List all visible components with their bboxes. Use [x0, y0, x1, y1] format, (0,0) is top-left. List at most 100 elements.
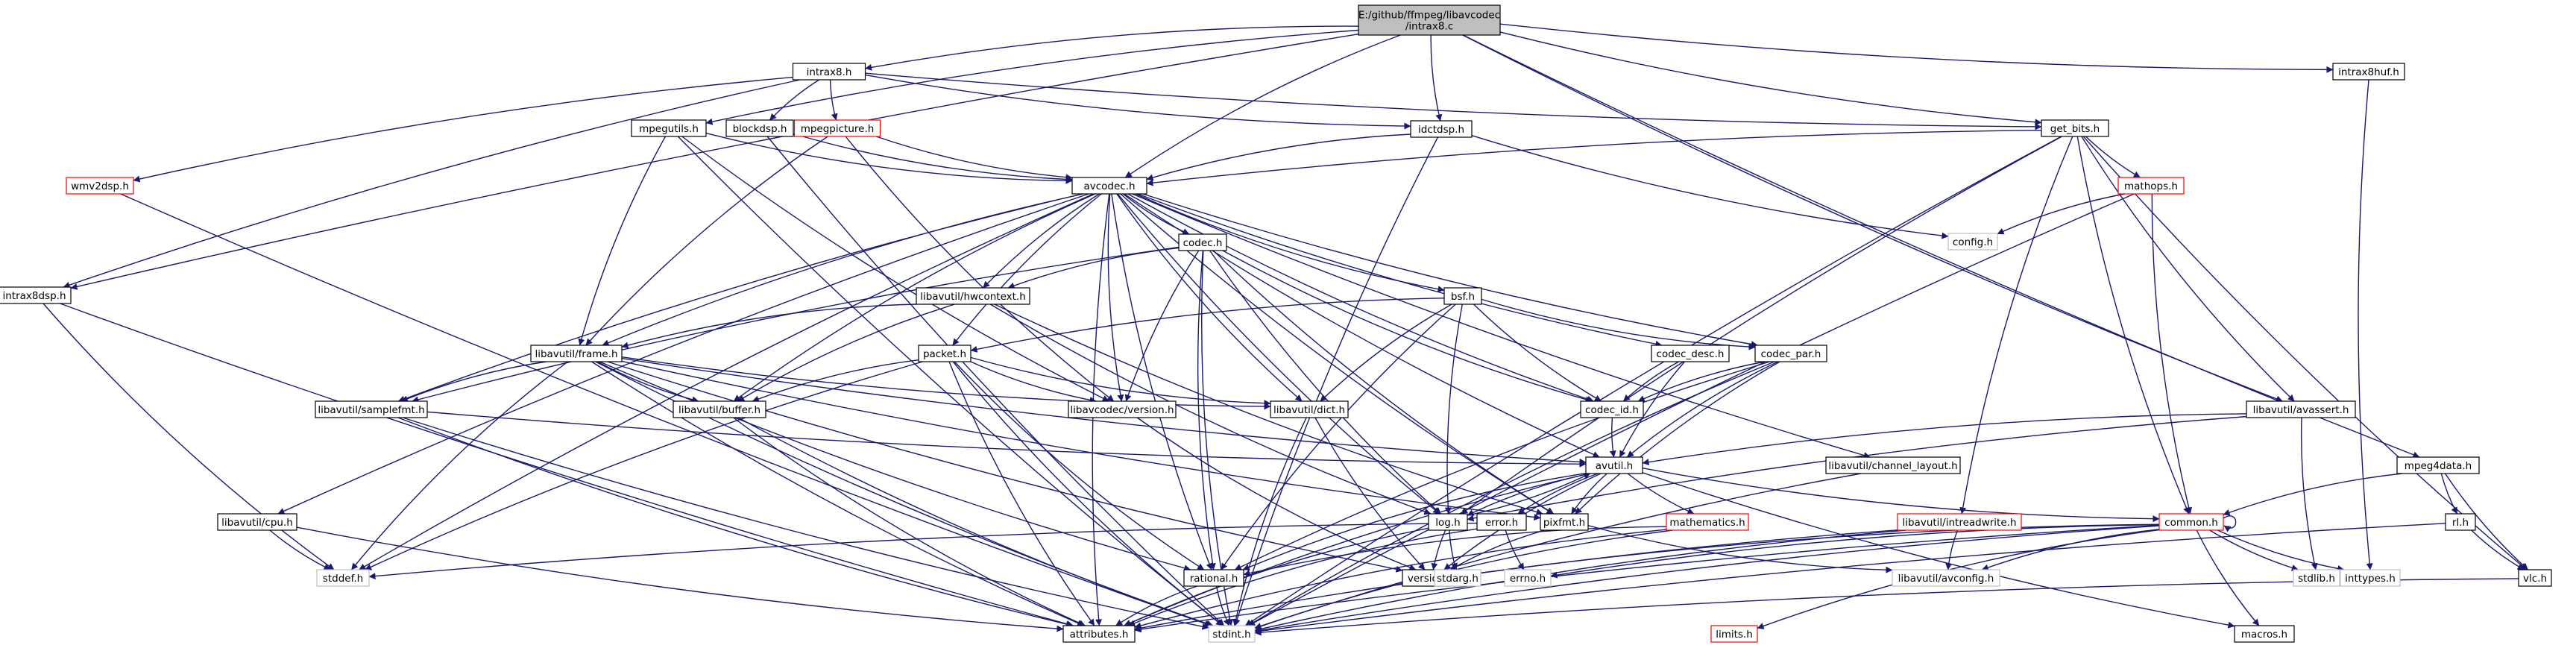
- node-box: [1183, 569, 1244, 587]
- node-label: pixfmt.h: [1543, 517, 1585, 529]
- node-label: packet.h: [923, 348, 966, 360]
- node-label: /intrax8.c: [1405, 21, 1453, 33]
- node-stdlib-h[interactable]: stdlib.h: [2293, 569, 2340, 587]
- edge-frame-h-to-attributes-h: [591, 361, 1084, 626]
- node-codec-desc-h[interactable]: codec_desc.h: [1651, 345, 1730, 362]
- node-config-h[interactable]: config.h: [1947, 233, 1998, 251]
- edge-idctdsp-h-to-avcodec-h: [1146, 133, 1411, 181]
- node-box: [673, 400, 766, 418]
- node-box: [1068, 400, 1177, 418]
- edge-bsf-h-to-rational-h: [1221, 304, 1456, 570]
- node-label: stdint.h: [1212, 629, 1250, 641]
- edge-packet-h-to-stdint-h: [952, 361, 1224, 626]
- node-blockdsp-h[interactable]: blockdsp.h: [725, 119, 794, 137]
- node-box: [2332, 63, 2405, 81]
- node-box: [1666, 513, 1749, 531]
- node-codec-h[interactable]: codec.h: [1178, 233, 1227, 251]
- node-version-codec-h[interactable]: libavcodec/version.h: [1068, 400, 1177, 418]
- node-mathops-h[interactable]: mathops.h: [2117, 177, 2185, 195]
- edge-bsf-h-to-codec-id-h: [1473, 304, 1602, 402]
- node-box: [2445, 513, 2476, 531]
- node-avutil-h[interactable]: avutil.h: [1585, 456, 1643, 474]
- node-attributes-h[interactable]: attributes.h: [1062, 625, 1136, 643]
- node-avconfig-h[interactable]: libavutil/avconfig.h: [1892, 569, 2000, 587]
- node-label: libavutil/hwcontext.h: [920, 291, 1026, 303]
- node-intrax8dsp-h[interactable]: intrax8dsp.h: [0, 286, 72, 304]
- edge-root-to-mpeg4data-h: [1463, 34, 2420, 459]
- node-codec-id-h[interactable]: codec_id.h: [1580, 400, 1644, 418]
- edge-frame-h-to-version-h: [607, 361, 1403, 573]
- edge-intrax8-h-to-blockdsp-h: [769, 79, 819, 121]
- node-get-bits-h[interactable]: get_bits.h: [2041, 119, 2109, 137]
- node-stddef-h[interactable]: stddef.h: [316, 569, 370, 587]
- edge-avcodec-h-to-dict-h: [1116, 193, 1303, 402]
- node-box: [1947, 233, 1998, 251]
- edge-rational-h-to-stdint-h: [1215, 585, 1230, 626]
- edge-avassert-h-to-avutil-h: [1642, 413, 2247, 466]
- node-error-h[interactable]: error.h: [1476, 513, 1527, 531]
- node-mathematics-h[interactable]: mathematics.h: [1666, 513, 1749, 531]
- node-label: intrax8huf.h: [2338, 66, 2399, 78]
- node-root[interactable]: E:/github/ffmpeg/libavcodec/intrax8.c: [1358, 4, 1501, 36]
- node-errno-h[interactable]: errno.h: [1504, 569, 1552, 587]
- node-label: E:/github/ffmpeg/libavcodec: [1358, 10, 1500, 22]
- node-limits-h[interactable]: limits.h: [1710, 625, 1758, 643]
- node-stdint-h[interactable]: stdint.h: [1208, 625, 1256, 643]
- edge-codec-par-h-to-avutil-h: [1626, 361, 1778, 458]
- node-vlc-h[interactable]: vlc.h: [2518, 569, 2552, 587]
- node-intreadwrite-h[interactable]: libavutil/intreadwrite.h: [1897, 513, 2022, 531]
- edge-hwcontext-h-to-pixfmt-h: [994, 304, 1543, 515]
- edge-samplefmt-h-to-avutil-h: [426, 411, 1587, 468]
- node-pixfmt-h[interactable]: pixfmt.h: [1540, 513, 1589, 531]
- edge-samplefmt-h-to-attributes-h: [397, 417, 1073, 628]
- node-box: [1897, 513, 2022, 531]
- node-inttypes-h[interactable]: inttypes.h: [2340, 569, 2401, 587]
- node-mpegpicture-h[interactable]: mpegpicture.h: [793, 119, 881, 137]
- node-channel-layout-h[interactable]: libavutil/channel_layout.h: [1825, 456, 1961, 474]
- node-label: intrax8.h: [807, 66, 852, 78]
- edge-avutil-h-to-log-h: [1467, 473, 1590, 516]
- node-hwcontext-h[interactable]: libavutil/hwcontext.h: [916, 287, 1030, 305]
- node-avcodec-h[interactable]: avcodec.h: [1071, 177, 1147, 195]
- node-log-h[interactable]: log.h: [1428, 513, 1468, 531]
- edge-intrax8-h-to-idctdsp-h: [865, 74, 1411, 130]
- node-dict-h[interactable]: libavutil/dict.h: [1270, 400, 1349, 418]
- node-label: libavutil/dict.h: [1273, 404, 1345, 416]
- node-label: attributes.h: [1070, 629, 1129, 641]
- node-rl-h[interactable]: rl.h: [2445, 513, 2476, 531]
- node-stdarg-h[interactable]: stdarg.h: [1434, 569, 1481, 587]
- node-mpegutils-h[interactable]: mpegutils.h: [631, 119, 707, 137]
- node-intrax8huf-h[interactable]: intrax8huf.h: [2332, 63, 2405, 81]
- node-box: [1540, 513, 1589, 531]
- node-intrax8-h[interactable]: intrax8.h: [792, 63, 866, 81]
- edge-common-h-to-stdlib-h: [2209, 529, 2299, 571]
- node-bsf-h[interactable]: bsf.h: [1443, 287, 1482, 305]
- node-label: avcodec.h: [1083, 180, 1135, 192]
- node-rational-h[interactable]: rational.h: [1183, 569, 1244, 587]
- edge-packet-h-to-attributes-h: [948, 361, 1095, 626]
- edge-mathops-h-to-stdint-h: [1248, 193, 2135, 626]
- node-packet-h[interactable]: packet.h: [918, 345, 971, 362]
- node-label: rational.h: [1190, 573, 1238, 585]
- node-box: [2234, 625, 2295, 643]
- node-wmv2dsp-h[interactable]: wmv2dsp.h: [66, 177, 134, 195]
- nodes-layer: E:/github/ffmpeg/libavcodec/intrax8.c int…: [0, 4, 2552, 643]
- edge-rl-h-to-stdint-h: [1254, 523, 2446, 635]
- edge-root-to-intrax8dsp-h: [70, 34, 1359, 290]
- edge-common-h-to-attributes-h: [1134, 524, 2160, 633]
- node-box: [2396, 456, 2480, 474]
- node-idctdsp-h[interactable]: idctdsp.h: [1410, 120, 1473, 138]
- node-avassert-h[interactable]: libavutil/avassert.h: [2246, 400, 2356, 418]
- node-mpeg4data-h[interactable]: mpeg4data.h: [2396, 456, 2480, 474]
- node-codec-par-h[interactable]: codec_par.h: [1754, 345, 1827, 362]
- node-box: [2158, 513, 2224, 531]
- edge-bsf-h-to-codec-par-h: [1481, 298, 1756, 350]
- node-buffer-h[interactable]: libavutil/buffer.h: [673, 400, 766, 418]
- edge-avcodec-h-to-codec-h: [1122, 193, 1190, 235]
- edge-rl-h-to-vlc-h: [2471, 529, 2525, 570]
- node-macros-h[interactable]: macros.h: [2234, 625, 2295, 643]
- node-samplefmt-h[interactable]: libavutil/samplefmt.h: [315, 400, 428, 418]
- node-cpu-h[interactable]: libavutil/cpu.h: [217, 513, 297, 531]
- node-common-h[interactable]: common.h: [2158, 513, 2224, 531]
- node-frame-h[interactable]: libavutil/frame.h: [530, 345, 623, 362]
